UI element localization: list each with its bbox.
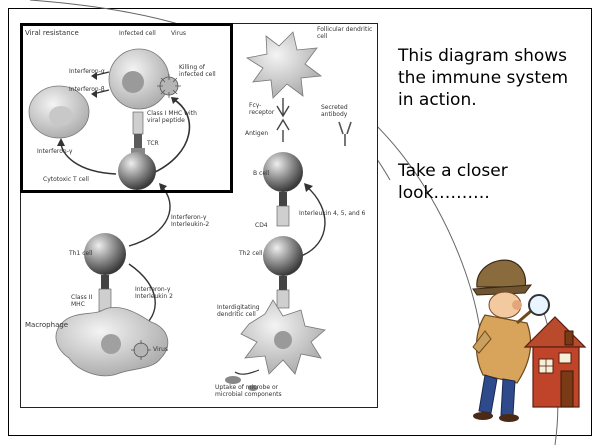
cytotoxic-t-cell [118, 152, 156, 190]
label-b-cell: B cell [253, 170, 269, 177]
label-infected-cell: Infected cell [119, 30, 156, 37]
follicular-dendritic-cell [247, 32, 321, 98]
detective-clipart [455, 235, 590, 440]
label-killing: Killing of infected cell [179, 64, 219, 78]
label-interferon-gamma-il2-top: Interferon-γ Interleukin-2 [171, 214, 231, 228]
label-cytotoxic-t-cell: Cytotoxic T cell [43, 176, 89, 183]
label-virus-top: Virus [171, 30, 186, 37]
label-macrophage: Macrophage [25, 322, 68, 329]
label-interferon-beta: Interferon-β [69, 86, 105, 93]
label-uptake: Uptake of microbe or microbial component… [215, 384, 287, 398]
label-tcr: TCR [147, 140, 159, 147]
label-follicular: Follicular dendritic cell [317, 26, 375, 40]
label-secreted-antibody: Secreted antibody [321, 104, 361, 118]
label-class2-mhc: Class II MHC [71, 294, 97, 308]
label-fc-receptor: Fcγ-receptor [249, 102, 279, 116]
label-th1-cell: Th1 cell [69, 250, 93, 257]
label-cd4: CD4 [255, 222, 268, 229]
caption-sub: Take a closer look………. [398, 160, 588, 204]
label-interleukins: Interleukin 4, 5, and 6 [299, 210, 371, 217]
label-class1-mhc: Class I MHC with viral peptide [147, 110, 199, 124]
label-interferon-alpha: Interferon-α [69, 68, 105, 75]
th2-cell [263, 236, 303, 276]
label-antigen: Antigen [245, 130, 268, 137]
immune-diagram-figure: Viral resistance Infected cell Virus Int… [20, 23, 378, 408]
label-th2-cell: Th2 cell [239, 250, 263, 257]
label-interferon-gamma-left: Interferon-γ [37, 148, 72, 155]
label-viral-resistance: Viral resistance [25, 30, 79, 37]
caption-main: This diagram shows the immune system in … [398, 45, 588, 111]
label-interdigitating: Interdigitating dendritic cell [217, 304, 277, 318]
label-virus-bottom: Virus [153, 346, 168, 353]
label-interferon-gamma-il2-bottom: Interferon-γ Interleukin 2 [135, 286, 195, 300]
